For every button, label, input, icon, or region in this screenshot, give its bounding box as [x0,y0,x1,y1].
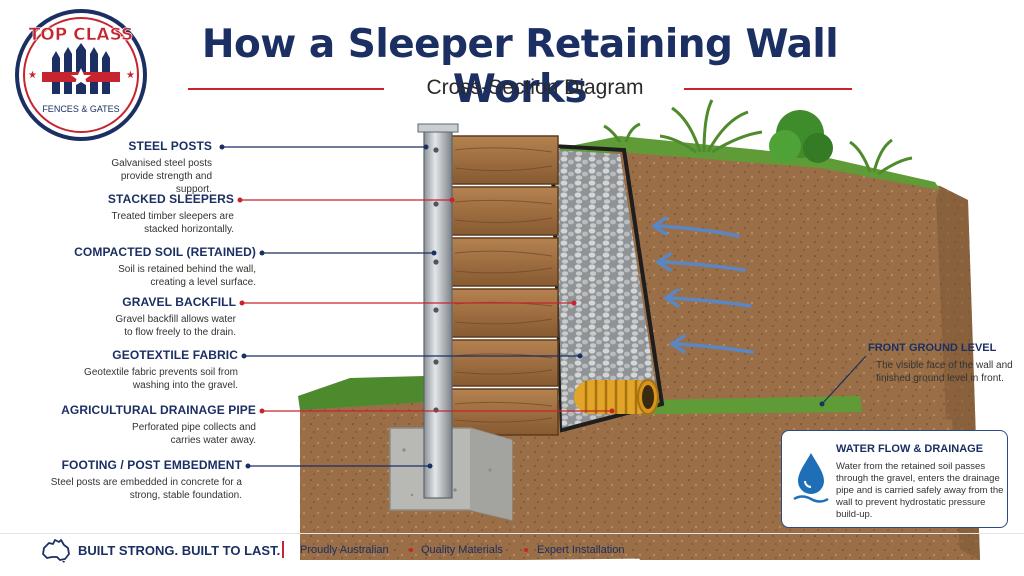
label-footing: FOOTING / POST EMBEDMENT Steel posts are… [30,458,242,502]
label-compacted-soil-heading: COMPACTED SOIL (RETAINED) [30,245,256,259]
water-drop-icon [792,449,830,505]
label-stacked-sleepers-heading: STACKED SLEEPERS [30,192,234,206]
footer-divider [0,533,1024,534]
label-gravel-backfill-desc: Gravel backfill allows water to flow fre… [30,313,236,339]
label-geotextile-fabric-heading: GEOTEXTILE FABRIC [30,348,238,362]
label-steel-posts-heading: STEEL POSTS [30,139,212,153]
label-steel-posts: STEEL POSTS Galvanised steel posts provi… [30,139,212,196]
label-drainage-pipe-desc: Perforated pipe collects and carries wat… [30,421,256,447]
label-gravel-backfill-heading: GRAVEL BACKFILL [30,295,236,309]
water-flow-heading: WATER FLOW & DRAINAGE [836,443,983,455]
drainage-pipe [574,380,658,414]
steel-post [418,124,458,498]
label-compacted-soil-desc: Soil is retained behind the wall, creati… [30,263,256,289]
label-gravel-backfill: GRAVEL BACKFILL Gravel backfill allows w… [30,295,236,339]
label-drainage-pipe-heading: AGRICULTURAL DRAINAGE PIPE [30,403,256,417]
footer-item-proudly-australian: Proudly Australian [300,544,389,556]
label-front-ground-level: FRONT GROUND LEVEL The visible face of t… [868,342,1018,385]
label-geotextile-fabric: GEOTEXTILE FABRIC Geotextile fabric prev… [30,348,238,392]
label-drainage-pipe: AGRICULTURAL DRAINAGE PIPE Perforated pi… [30,403,256,447]
label-stacked-sleepers: STACKED SLEEPERS Treated timber sleepers… [30,192,234,236]
label-front-ground-desc: The visible face of the wall and finishe… [868,359,1018,385]
label-stacked-sleepers-desc: Treated timber sleepers are stacked hori… [30,210,234,236]
water-flow-info-box: WATER FLOW & DRAINAGE Water from the ret… [781,430,1008,528]
water-flow-desc: Water from the retained soil passes thro… [836,461,1004,521]
plant-shrub [769,110,833,163]
footer-tagline: BUILT STRONG. BUILT TO LAST. [78,543,280,558]
label-geotextile-fabric-desc: Geotextile fabric prevents soil from was… [30,366,238,392]
label-footing-heading: FOOTING / POST EMBEDMENT [30,458,242,472]
footer-item-quality-materials: Quality Materials [421,544,503,556]
footer-item-expert-installation: Expert Installation [537,544,624,556]
label-steel-posts-desc: Galvanised steel posts provide strength … [30,157,212,196]
label-compacted-soil: COMPACTED SOIL (RETAINED) Soil is retain… [30,245,256,289]
label-footing-desc: Steel posts are embedded in concrete for… [30,476,242,502]
australia-map-icon [40,538,72,564]
footer-separator [282,541,284,558]
label-front-ground-heading: FRONT GROUND LEVEL [868,342,1018,354]
footer-dot [409,548,413,552]
footer-dot [524,548,528,552]
stacked-sleepers [450,136,558,435]
